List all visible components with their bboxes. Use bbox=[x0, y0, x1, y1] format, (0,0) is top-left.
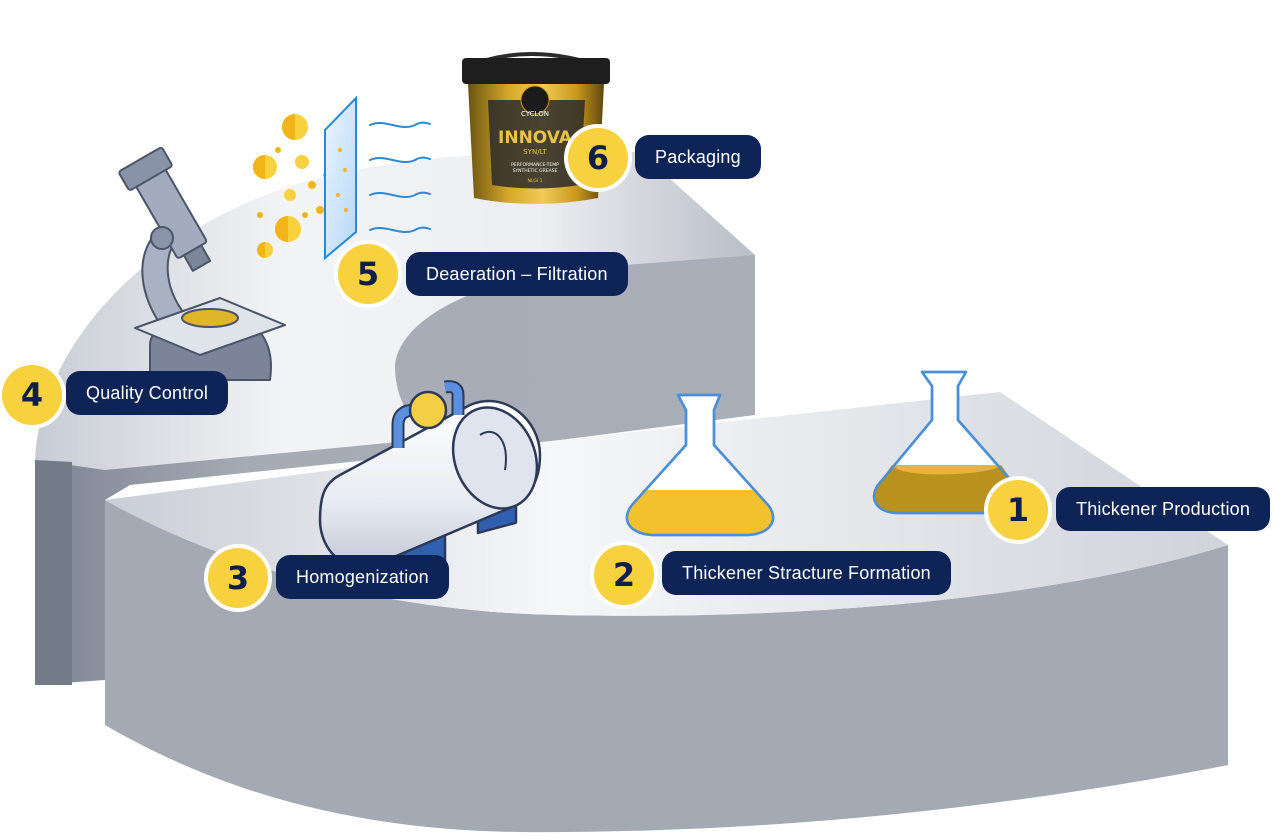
step-1-label: Thickener Production bbox=[1056, 487, 1271, 531]
flask-icon-2 bbox=[625, 393, 775, 537]
step-6-label: Packaging bbox=[635, 135, 761, 179]
bucket-desc-2: SYNTHETIC GREASE bbox=[513, 168, 558, 174]
bucket-variant: SYN/LT bbox=[523, 148, 547, 156]
bucket-desc-1: PERFORMANCE-TEMP bbox=[511, 162, 559, 168]
step-6-badge: 6 bbox=[568, 128, 628, 188]
step-4-label: Quality Control bbox=[66, 371, 229, 415]
bucket-grade: NLGI 1 bbox=[528, 178, 543, 184]
step-2-label: Thickener Stracture Formation bbox=[662, 551, 951, 595]
filter-icon bbox=[324, 95, 357, 261]
step-1-badge: 1 bbox=[988, 480, 1048, 540]
step-2-badge: 2 bbox=[594, 545, 654, 605]
lower-platform-side bbox=[105, 500, 1228, 833]
bucket-name: INNOVA bbox=[498, 128, 573, 148]
step-5-badge: 5 bbox=[338, 244, 398, 304]
bucket-brand: CYCLON bbox=[521, 110, 549, 118]
particles-icon bbox=[253, 114, 329, 258]
step-3-label: Homogenization bbox=[276, 555, 449, 599]
step-4-badge: 4 bbox=[2, 365, 62, 425]
grease-bucket-icon: CYCLON INNOVA SYN/LT PERFORMANCE-TEMP SY… bbox=[462, 52, 610, 204]
step-3-badge: 3 bbox=[208, 548, 268, 608]
microscope-icon bbox=[118, 146, 286, 381]
upper-platform-side bbox=[35, 255, 755, 685]
airflow-waves-icon bbox=[369, 121, 431, 233]
step-5-label: Deaeration – Filtration bbox=[406, 252, 628, 296]
